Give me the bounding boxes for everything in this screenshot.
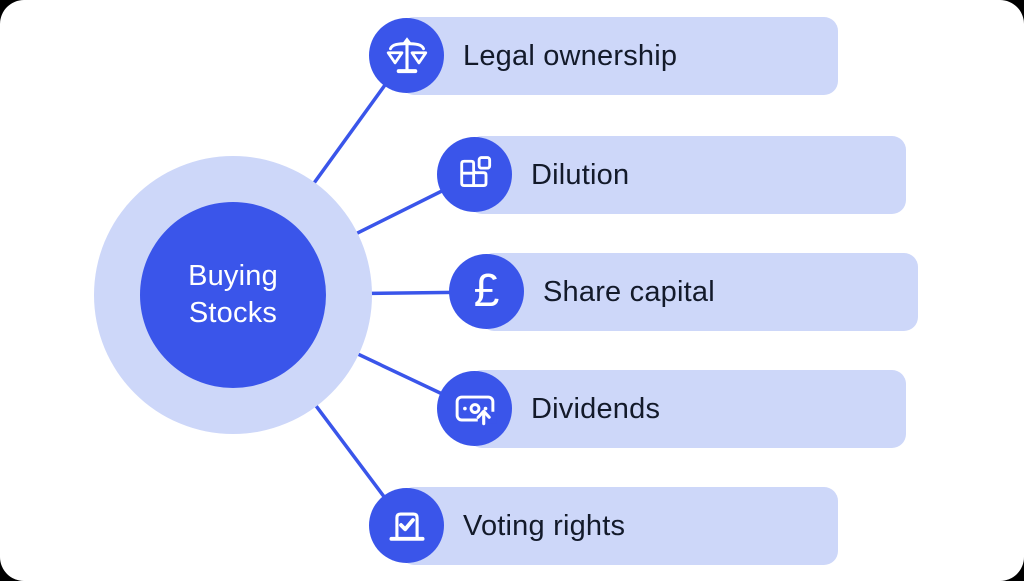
branch-pill	[400, 487, 838, 565]
branch-label: Voting rights	[463, 509, 626, 542]
hub-title-line2: Stocks	[188, 297, 278, 329]
branch-legal-ownership: Legal ownership	[369, 17, 838, 95]
branch-label: Dividends	[531, 392, 661, 425]
branch-voting-rights: Voting rights	[369, 487, 838, 565]
ballot-check-icon	[369, 488, 444, 563]
hub-circle: Buying Stocks	[140, 202, 326, 388]
branch-label: Legal ownership	[463, 39, 678, 72]
branch-pill	[400, 17, 838, 95]
pound-glyph: £	[473, 263, 500, 316]
branch-pill	[468, 370, 906, 448]
hub-title-line1: Buying	[188, 260, 278, 292]
branch-share-capital: £ Share capital	[449, 253, 918, 331]
branch-dilution: Dilution	[437, 136, 906, 214]
branch-pill	[468, 136, 906, 214]
branch-label: Dilution	[531, 158, 630, 191]
blocks-icon	[437, 137, 512, 212]
scales-icon	[369, 18, 444, 93]
money-up-icon	[437, 371, 512, 446]
branch-pill	[480, 253, 918, 331]
branch-dividends: Dividends	[437, 370, 906, 448]
branch-label: Share capital	[543, 275, 715, 308]
hub-title: Buying Stocks	[188, 258, 278, 332]
pound-icon: £	[449, 254, 524, 329]
